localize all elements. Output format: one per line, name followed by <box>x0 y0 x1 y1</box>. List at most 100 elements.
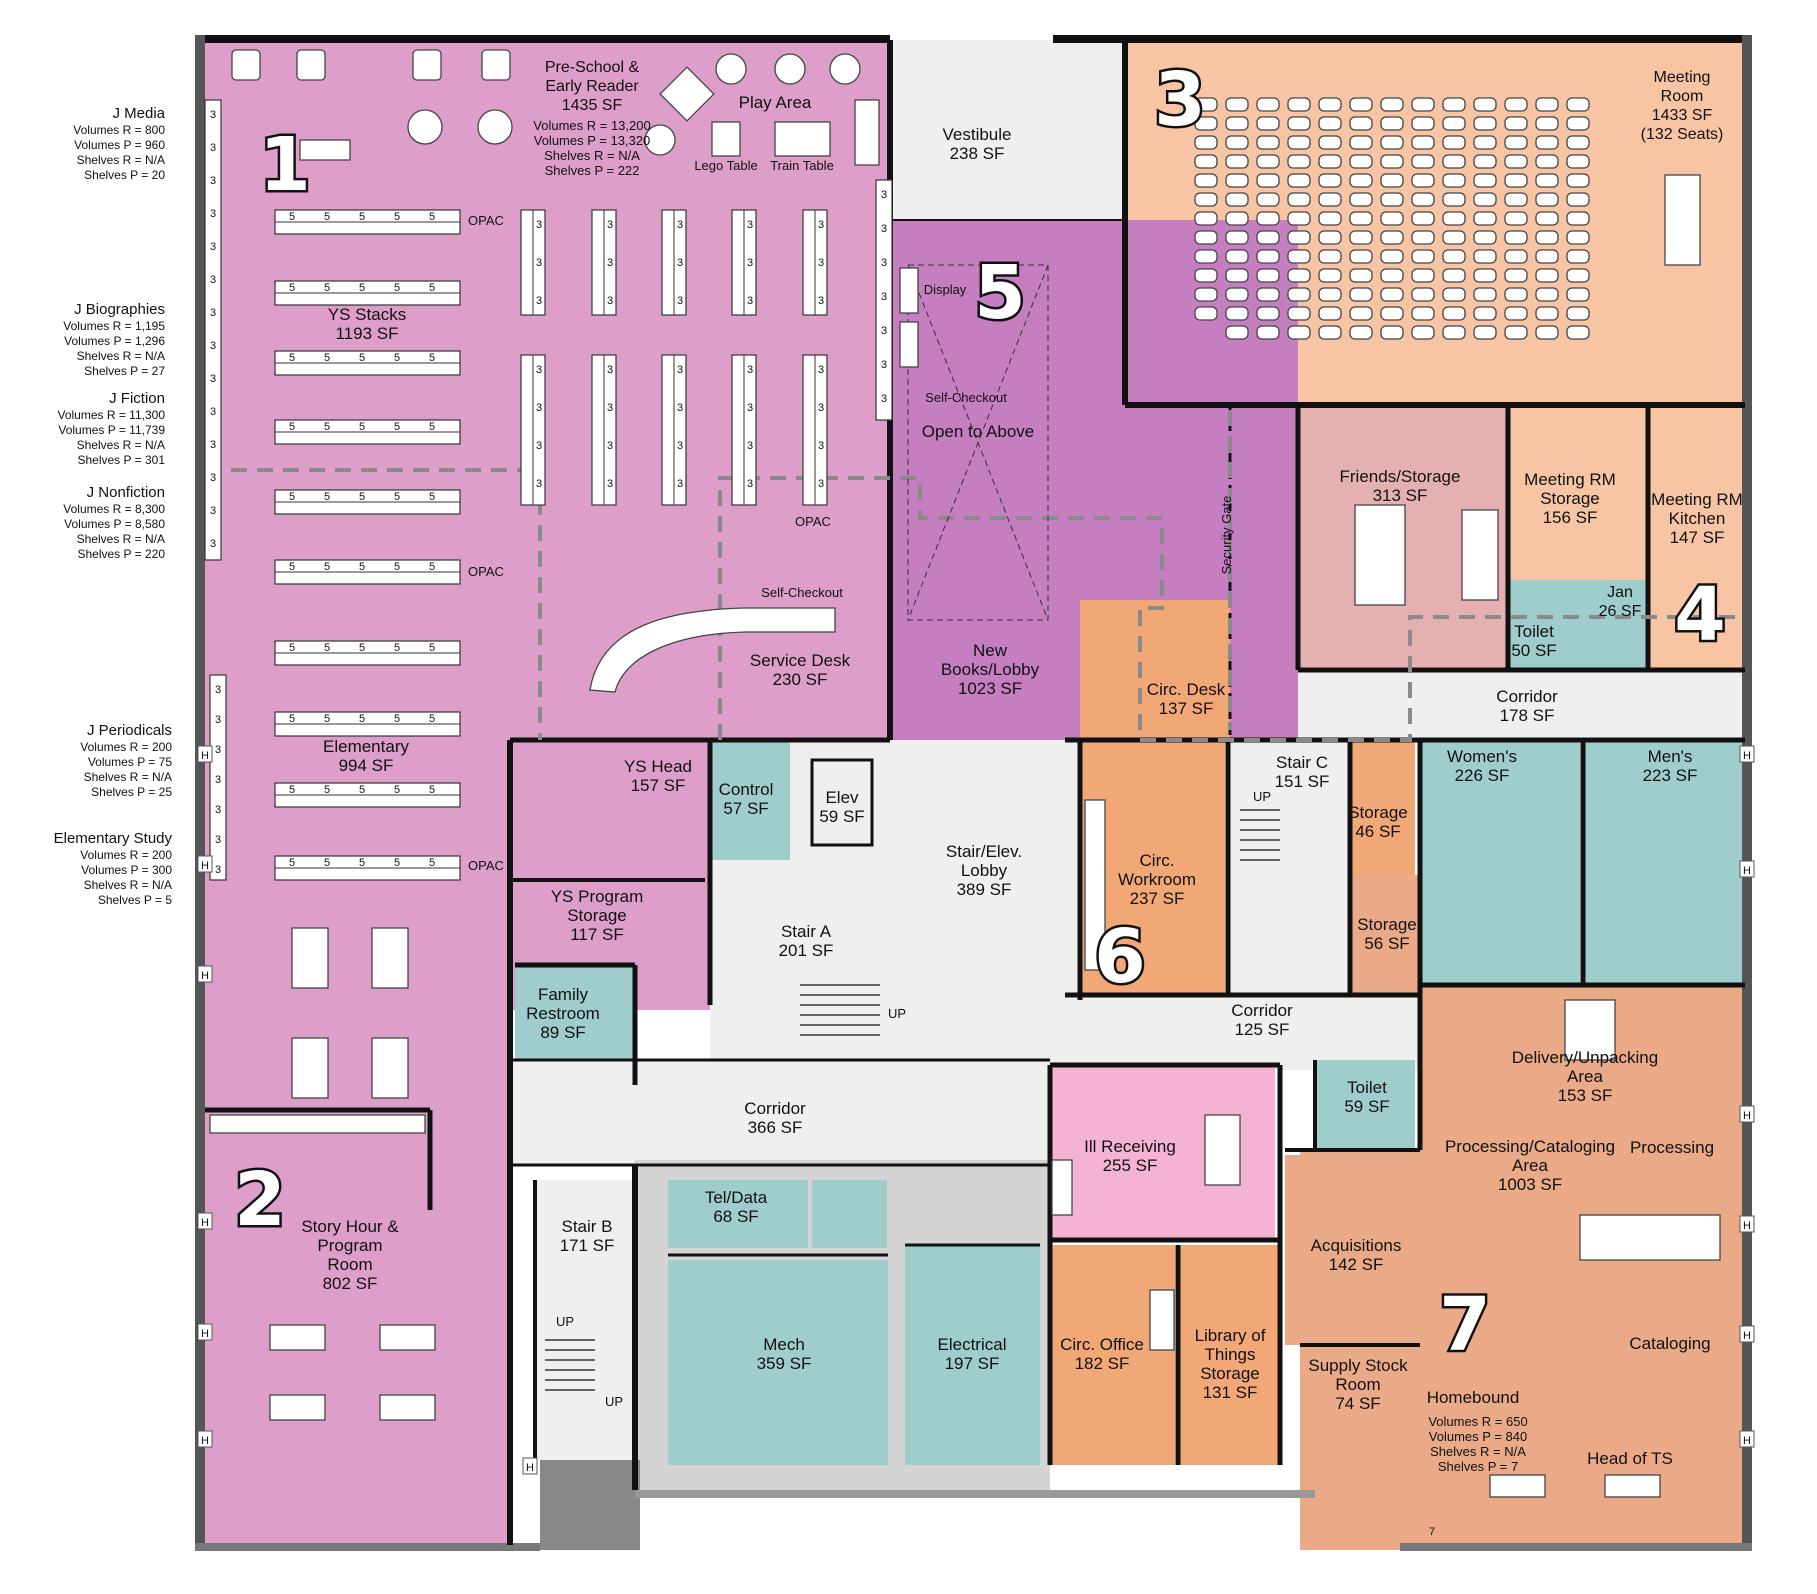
room-label-line: Shelves R = N/A <box>544 148 640 163</box>
meeting-seat <box>1504 249 1528 264</box>
meeting-seat <box>1194 97 1218 112</box>
wall-shelf-label: 3 <box>210 109 216 121</box>
room-label-line: Area <box>1567 1067 1603 1086</box>
room-label-line: Friends/Storage <box>1340 467 1461 486</box>
wall-marker: H <box>1739 1105 1755 1123</box>
meeting-seat <box>1225 192 1249 207</box>
wall-shelf-label: 3 <box>210 241 216 253</box>
meeting-seat <box>1504 287 1528 302</box>
meeting-seat <box>1535 287 1559 302</box>
meeting-seat <box>1318 97 1342 112</box>
meeting-seat <box>1256 306 1280 321</box>
room-label-line: Ill Receiving <box>1084 1137 1176 1156</box>
note-line: Volumes R = 200 <box>80 740 172 754</box>
meeting-seat <box>1535 173 1559 188</box>
room-label-line: Circ. <box>1140 851 1175 870</box>
meeting-seat <box>1194 192 1218 207</box>
meeting-seat <box>1225 230 1249 245</box>
meeting-seat <box>1380 249 1404 264</box>
meeting-seat <box>1349 249 1373 264</box>
room-label-line: 89 SF <box>540 1023 585 1042</box>
meeting-seat <box>1380 230 1404 245</box>
room-label-line: Stair B <box>561 1217 612 1236</box>
room-label-line: 153 SF <box>1558 1086 1613 1105</box>
note-line: Volumes P = 75 <box>88 755 172 769</box>
note-line: Shelves R = N/A <box>77 349 165 363</box>
room-label-line: 59 SF <box>819 807 864 826</box>
shelf-unit-label: 5 <box>289 282 295 294</box>
meeting-seat <box>1473 154 1497 169</box>
acquisitions-fill <box>1285 1155 1415 1345</box>
stack-unit-label: 3 <box>818 219 824 231</box>
meeting-seat <box>1318 173 1342 188</box>
room-label-line: 171 SF <box>560 1236 615 1255</box>
meeting-seat <box>1504 192 1528 207</box>
room-label-line: UP <box>1253 789 1271 804</box>
meeting-seat <box>1225 173 1249 188</box>
meeting-seat <box>1256 135 1280 150</box>
shelf-unit-label: 5 <box>394 642 400 654</box>
toilet-1-fill <box>1508 580 1603 670</box>
room-label-line: Supply Stock <box>1308 1356 1408 1375</box>
service-desk-counter <box>589 607 836 693</box>
meeting-seat <box>1504 173 1528 188</box>
storage-56-fill <box>1350 875 1430 995</box>
train-table-shape <box>774 121 831 157</box>
room-label-line: Train Table <box>770 158 834 173</box>
shelf-unit-label: 5 <box>289 491 295 503</box>
room-label-line: Room <box>1335 1375 1380 1394</box>
meeting-seat <box>1566 154 1590 169</box>
room-label-line: Toilet <box>1347 1078 1387 1097</box>
stack-unit-label: 3 <box>607 257 613 269</box>
meeting-seat <box>1287 249 1311 264</box>
mens-fill <box>1585 740 1745 985</box>
note-line: Shelves P = 5 <box>98 893 172 907</box>
note-line: Shelves P = 220 <box>77 547 165 561</box>
meeting-seat <box>1566 192 1590 207</box>
room-label-line: Elev <box>825 788 859 807</box>
note-line: Volumes R = 1,195 <box>63 319 165 333</box>
lounge-chair <box>296 49 326 81</box>
meeting-seat <box>1380 325 1404 340</box>
zone-5-number: 5 <box>974 250 1026 336</box>
stack-unit-label: 3 <box>536 440 542 452</box>
wall-shelf-label: 3 <box>210 175 216 187</box>
zone-1-number: 1 <box>259 122 311 208</box>
wall-shelf-label: 3 <box>881 291 887 303</box>
meeting-seat <box>1442 135 1466 150</box>
meeting-seat <box>1566 325 1590 340</box>
activity-table <box>269 1324 326 1351</box>
meeting-seat <box>1442 97 1466 112</box>
meeting-seat <box>1287 135 1311 150</box>
room-label-line: 68 SF <box>713 1207 758 1226</box>
meeting-seat <box>1566 116 1590 131</box>
meeting-seat <box>1194 306 1218 321</box>
meeting-seat <box>1442 116 1466 131</box>
room-label-head-of-ts: Head of TS <box>1587 1449 1673 1468</box>
note-title: J Fiction <box>109 390 165 407</box>
lounge-chair <box>481 49 511 81</box>
meeting-seat <box>1535 135 1559 150</box>
meeting-seat <box>1318 116 1342 131</box>
wall-marker: H <box>1739 860 1755 878</box>
meeting-seat <box>1411 230 1435 245</box>
meeting-seat <box>1442 287 1466 302</box>
meeting-seat <box>1504 268 1528 283</box>
shelf-unit-label: 5 <box>324 784 330 796</box>
